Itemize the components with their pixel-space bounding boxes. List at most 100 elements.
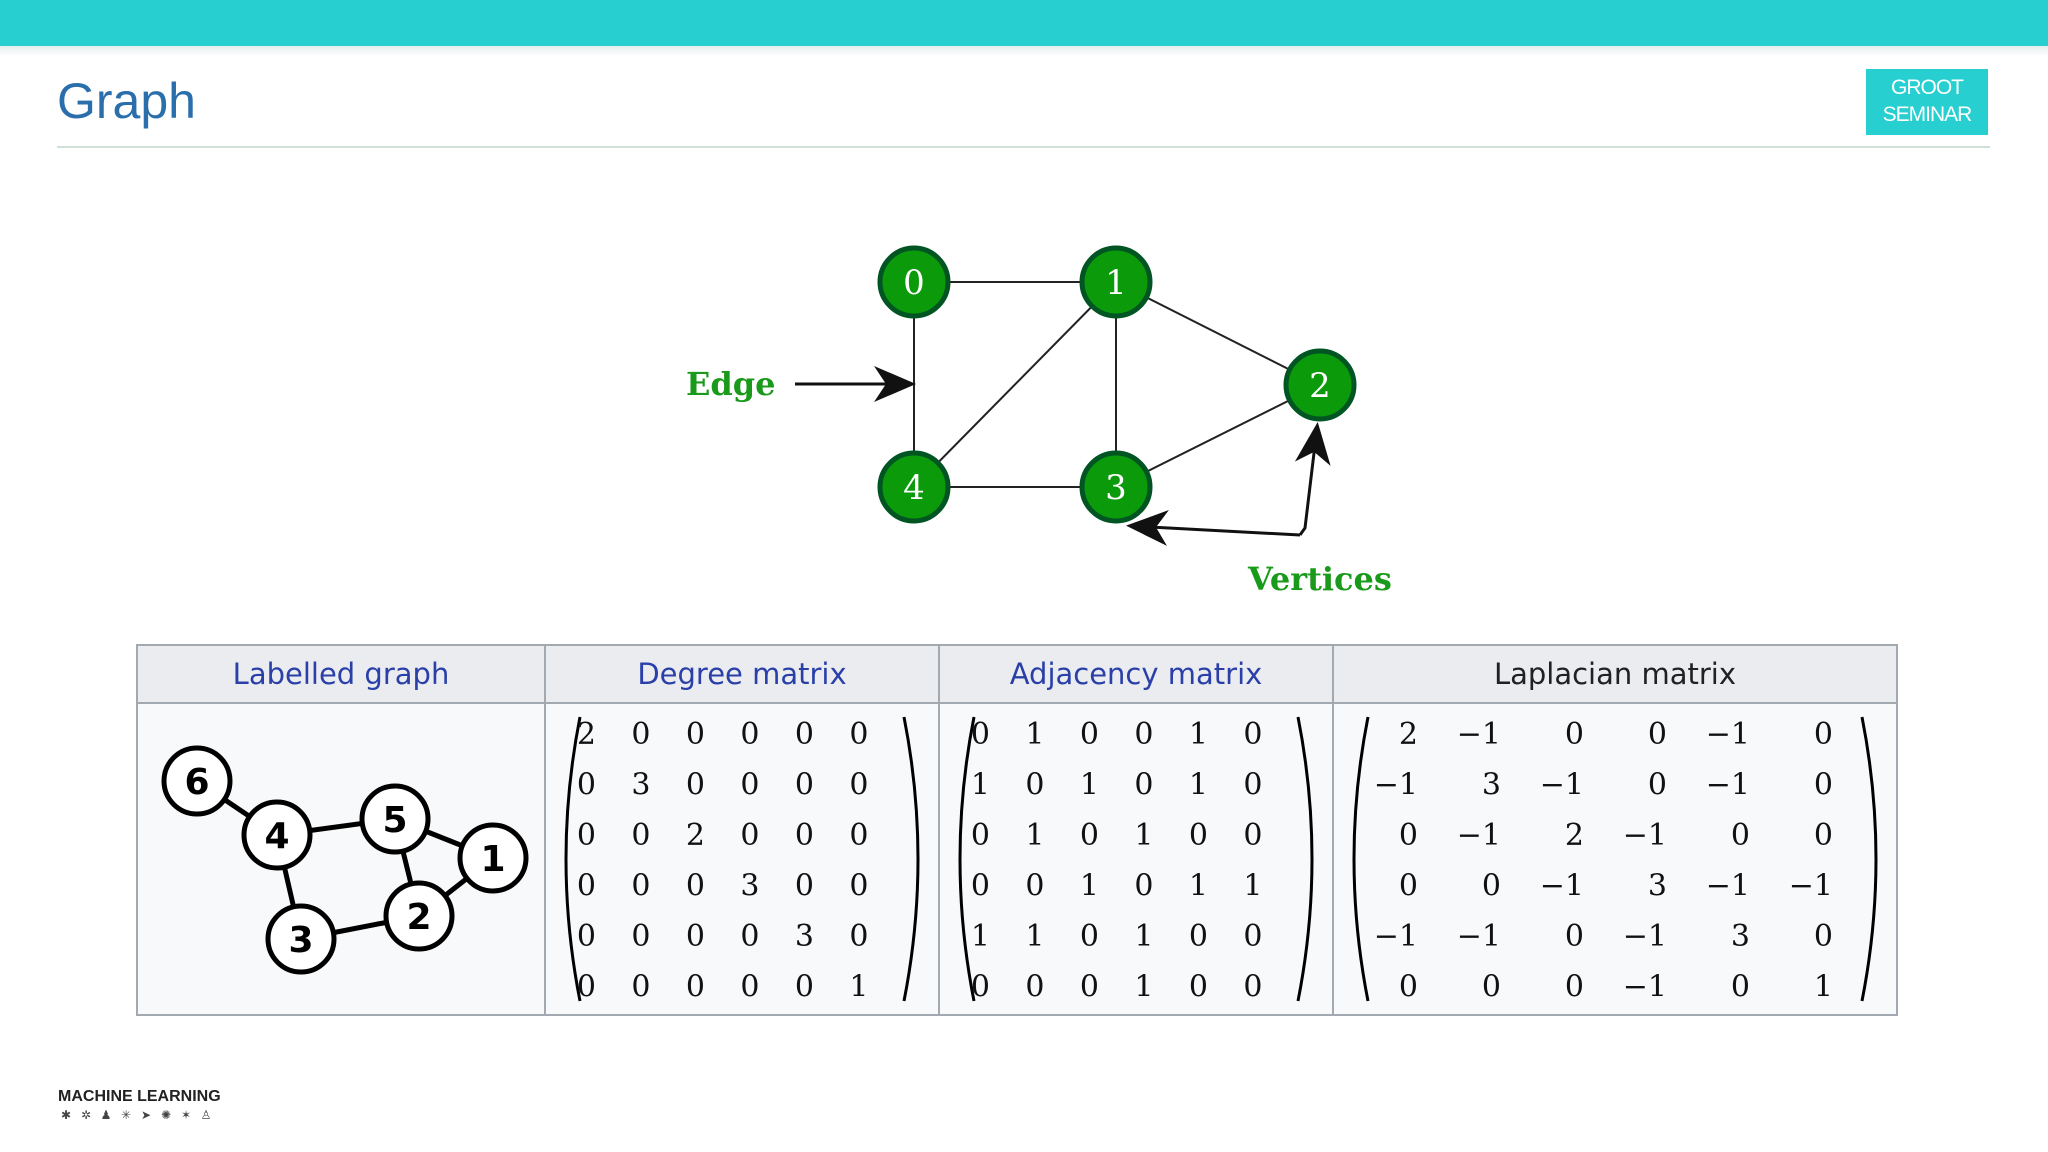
lg-node-1: 1 <box>457 822 529 894</box>
degree-matrix-cell: 0 <box>631 970 650 1005</box>
degree-matrix-cell: 0 <box>795 768 814 803</box>
vertices-pointer-arrow <box>1294 422 1331 536</box>
laplacian-matrix-cell: 0 <box>1814 818 1833 853</box>
svg-text:2: 2 <box>1309 366 1331 406</box>
degree-matrix-cell: 0 <box>740 970 759 1005</box>
adjacency-matrix-cell: 0 <box>1025 970 1044 1005</box>
adjacency-matrix-cell: 0 <box>1243 919 1262 954</box>
graph-node-1: 1 <box>1079 245 1153 319</box>
laplacian-matrix-right-paren <box>1860 716 1878 1002</box>
degree-matrix-cell: 0 <box>795 970 814 1005</box>
degree-matrix-cell: 0 <box>577 768 596 803</box>
graph-node-4: 4 <box>877 450 951 524</box>
adjacency-matrix-cell: 0 <box>1134 768 1153 803</box>
adjacency-matrix-cell: 0 <box>971 717 990 752</box>
laplacian-matrix-cell: 3 <box>1482 768 1501 803</box>
top-accent-bar <box>0 0 2048 46</box>
laplacian-matrix-cell: −1 <box>1457 919 1501 954</box>
adjacency-matrix-left-paren <box>958 716 976 1002</box>
adjacency-matrix-cell: 1 <box>1134 919 1153 954</box>
header-degree-matrix[interactable]: Degree matrix <box>544 644 940 704</box>
laplacian-matrix-cell: 2 <box>1565 818 1584 853</box>
adjacency-matrix-cell: 1 <box>1025 717 1044 752</box>
degree-matrix-cell: 0 <box>631 818 650 853</box>
degree-matrix-cell: 0 <box>577 869 596 904</box>
svg-text:3: 3 <box>288 920 313 961</box>
labelled-graph-cell: 6 4 5 1 2 3 <box>136 702 546 1016</box>
adjacency-matrix-cell: 0 <box>971 970 990 1005</box>
adjacency-matrix-cell: 1 <box>1025 818 1044 853</box>
laplacian-matrix-cell: 0 <box>1482 970 1501 1005</box>
degree-matrix-cell: 0 <box>849 818 868 853</box>
laplacian-matrix-cell: 0 <box>1814 919 1833 954</box>
adjacency-matrix-cell: 0 <box>971 818 990 853</box>
adjacency-matrix-cell: 0 <box>1243 768 1262 803</box>
laplacian-matrix-cell: −1 <box>1623 919 1667 954</box>
laplacian-matrix-left-paren <box>1352 716 1370 1002</box>
laplacian-matrix-cell: 1 <box>1814 970 1833 1005</box>
adjacency-matrix-cell: 0 <box>1134 869 1153 904</box>
badge-line-1: GROOT <box>1891 76 1964 99</box>
seminar-badge: GROOT SEMINAR <box>1866 69 1988 135</box>
logo-mini-icon: ➤ <box>140 1108 152 1122</box>
laplacian-matrix-cell: −1 <box>1623 970 1667 1005</box>
laplacian-matrix-cell: 0 <box>1814 768 1833 803</box>
vertices-pointer-arrow-2 <box>1126 509 1301 546</box>
degree-matrix-cell: 0 <box>577 919 596 954</box>
logo-mini-icon: ✲ <box>80 1108 92 1122</box>
laplacian-matrix-cell: −1 <box>1374 919 1418 954</box>
graph-node-2: 2 <box>1283 348 1357 422</box>
lg-node-5: 5 <box>359 783 431 855</box>
laplacian-matrix-cell: 0 <box>1648 717 1667 752</box>
lg-node-3: 3 <box>265 903 337 975</box>
logo-mini-icon: ✱ <box>60 1108 72 1122</box>
laplacian-matrix-cell: 0 <box>1648 768 1667 803</box>
edge-label: Edge <box>686 365 776 403</box>
degree-matrix-cell: 0 <box>631 717 650 752</box>
adjacency-matrix-cell: 1 <box>1189 717 1208 752</box>
degree-matrix-cell: 0 <box>849 768 868 803</box>
logo-icon-row: ✱ ✲ ♟ ✳ ➤ ✺ ✶ ♙ <box>58 1108 228 1122</box>
degree-matrix-cell: 0 <box>631 869 650 904</box>
adjacency-matrix-cell: 0 <box>1189 970 1208 1005</box>
degree-matrix-cell: 3 <box>631 768 650 803</box>
degree-matrix-cell: 0 <box>795 818 814 853</box>
degree-matrix-cell: 2 <box>686 818 705 853</box>
adjacency-matrix-cell: 1 <box>1134 818 1153 853</box>
adjacency-matrix-cell: 1 <box>971 919 990 954</box>
adjacency-matrix-cell: 1 <box>1243 869 1262 904</box>
table-header-row: Labelled graph Degree matrix Adjacency m… <box>136 644 1898 704</box>
svg-text:4: 4 <box>903 468 925 508</box>
degree-matrix-cell: 0 <box>631 919 650 954</box>
adjacency-matrix-cell: 0 <box>1080 717 1099 752</box>
degree-matrix-cell: 0 <box>849 869 868 904</box>
laplacian-matrix-cell: −1 <box>1374 768 1418 803</box>
adjacency-matrix-cell: 0 <box>1189 818 1208 853</box>
graph-node-3: 3 <box>1079 450 1153 524</box>
lg-node-2: 2 <box>383 880 455 952</box>
laplacian-matrix-cell: −1 <box>1540 768 1584 803</box>
logo-mini-icon: ✺ <box>160 1108 172 1122</box>
edge-1-4 <box>913 281 1117 488</box>
degree-matrix-cell: 0 <box>686 919 705 954</box>
adjacency-matrix-cell: 0 <box>1025 768 1044 803</box>
adjacency-matrix-cell: 0 <box>1189 919 1208 954</box>
laplacian-matrix-cell: 0 <box>1399 869 1418 904</box>
svg-text:2: 2 <box>406 897 431 938</box>
header-labelled-graph[interactable]: Labelled graph <box>136 644 546 704</box>
degree-matrix-cell: 0 <box>686 970 705 1005</box>
header-adjacency-matrix[interactable]: Adjacency matrix <box>938 644 1334 704</box>
degree-matrix-cell: 0 <box>849 717 868 752</box>
adjacency-matrix-cell: 0 <box>1080 919 1099 954</box>
degree-matrix-cell: 0 <box>686 768 705 803</box>
adjacency-matrix-cell: 1 <box>1080 768 1099 803</box>
graph-diagram: Edge Vertices 0 1 2 3 4 <box>686 245 1392 598</box>
degree-matrix-cell: 0 <box>740 717 759 752</box>
svg-text:6: 6 <box>184 762 209 803</box>
degree-matrix-cell: 0 <box>795 717 814 752</box>
